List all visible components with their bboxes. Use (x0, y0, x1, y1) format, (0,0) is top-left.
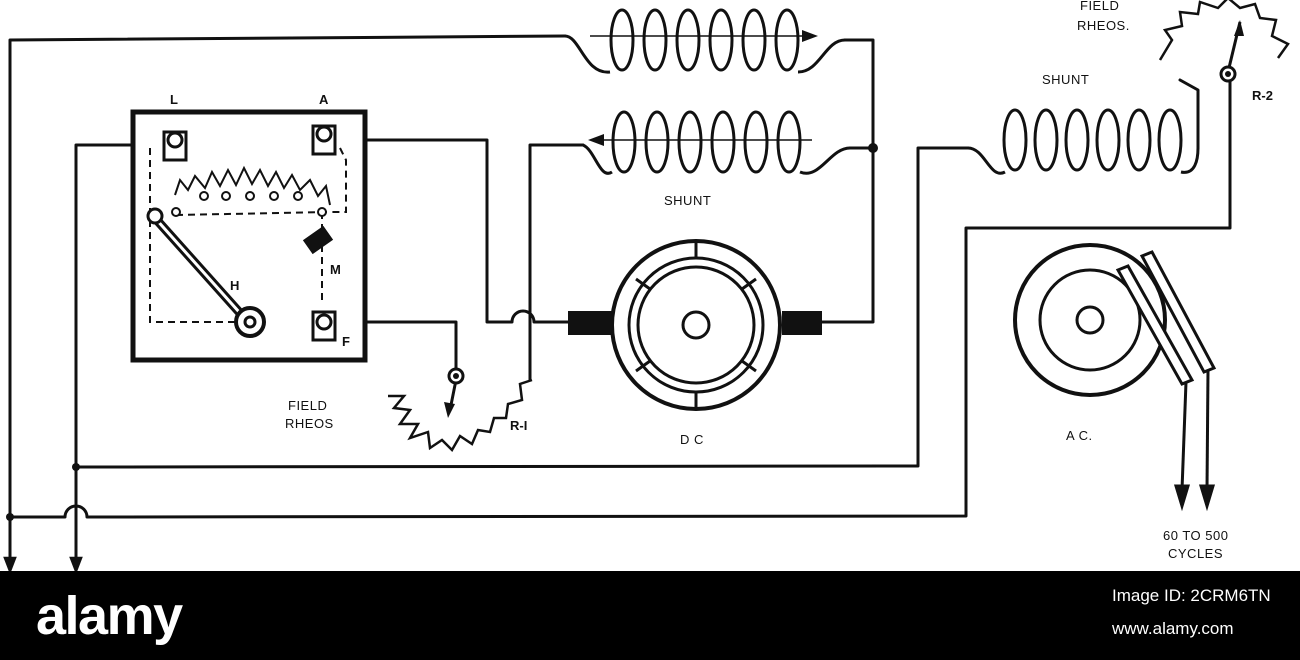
label-ac: A C. (1066, 428, 1093, 443)
label-frequency-1: 60 TO 500 (1163, 528, 1228, 543)
junction-dot (868, 143, 878, 153)
ac-output-arrows (1173, 369, 1216, 512)
label-field-rheos-right-1: FIELD (1080, 0, 1119, 13)
label-shunt-right: SHUNT (1042, 72, 1089, 87)
supply-arrows (3, 530, 83, 575)
label-f: F (342, 334, 350, 349)
wire-shunt-left (528, 143, 585, 382)
series-field-coil (564, 8, 846, 74)
dc-machine (610, 239, 782, 411)
brush-left (568, 311, 612, 335)
field-rheostat-r1 (388, 378, 533, 453)
label-dc: D C (680, 432, 704, 447)
wire-top-left (8, 34, 567, 567)
wire-brush-right (818, 146, 875, 324)
label-m: M (330, 262, 341, 277)
label-field-rheos-right-2: RHEOS. (1077, 18, 1130, 33)
contact-studs (171, 191, 327, 217)
site-url: www.alamy.com (1112, 619, 1234, 638)
brand-logo: alamy (36, 586, 183, 646)
wire-bottom-1 (74, 146, 970, 469)
wire-r2-shunt (1178, 78, 1200, 150)
brush-right (782, 311, 822, 335)
label-shunt-center: SHUNT (664, 193, 711, 208)
watermark-footer: alamy Image ID: 2CRM6TN www.alamy.com (0, 571, 1300, 660)
label-frequency-2: CYCLES (1168, 546, 1223, 561)
wire-bottom-2 (8, 76, 1232, 519)
image-id: Image ID: 2CRM6TN (1112, 586, 1271, 605)
shunt-field-coil-right (967, 108, 1200, 175)
label-field-rheos-left-1: FIELD (288, 398, 327, 413)
label-a: A (319, 92, 329, 107)
label-field-rheos-left-2: RHEOS (285, 416, 334, 431)
series-arrow-icon (802, 30, 818, 42)
wire-a-to-brush (338, 138, 570, 324)
label-h: H (230, 278, 239, 293)
wire-f-to-rheos (338, 320, 458, 374)
holding-magnet-icon (302, 225, 334, 255)
shunt-field-coil-center (582, 110, 851, 175)
shunt-arrow-icon (588, 134, 604, 146)
label-r1: R-I (510, 418, 527, 433)
slip-ring-leads (1115, 250, 1217, 386)
label-l: L (170, 92, 178, 107)
wire-series-right (843, 38, 875, 150)
terminal-a (311, 124, 337, 156)
terminal-l (162, 130, 188, 162)
controller-internals (149, 147, 347, 323)
terminal-f (311, 310, 337, 342)
label-r2: R-2 (1252, 88, 1273, 103)
controller-handle (146, 207, 266, 338)
field-rheostat-r2 (1158, 0, 1290, 73)
ac-machine (1013, 243, 1167, 397)
wiring-diagram: L A F H M FIELD RHEOS R-I D C A C. SHUNT… (3, 0, 1290, 575)
